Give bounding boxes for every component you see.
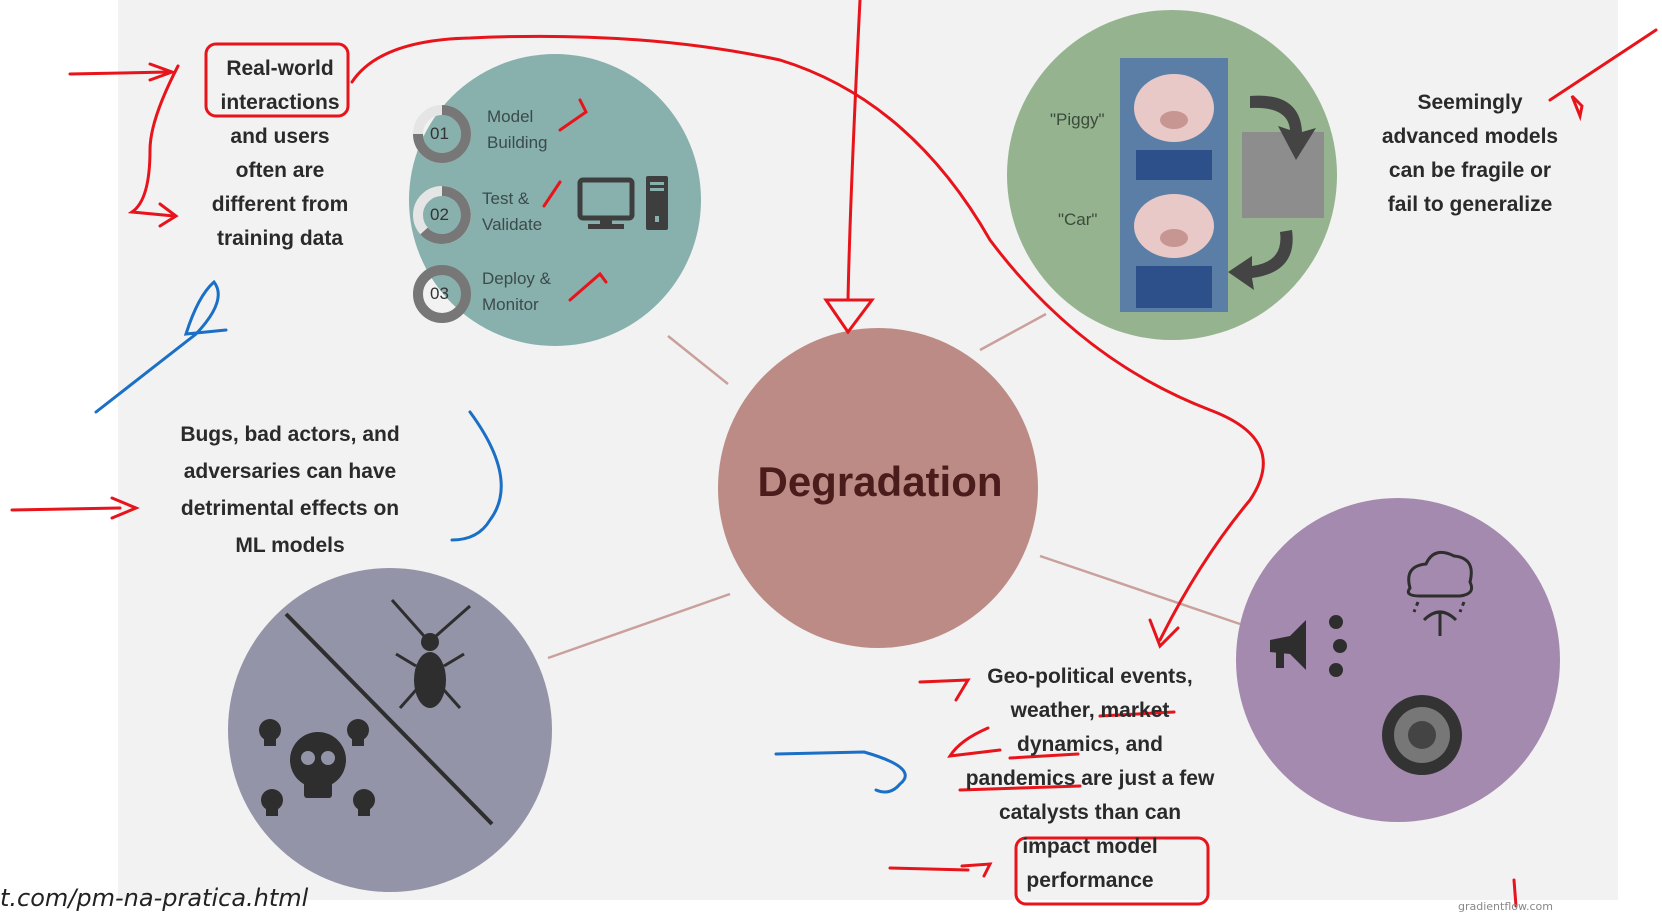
pig-image-bottom	[1120, 180, 1228, 312]
step-label-03: Deploy & Monitor	[482, 269, 551, 314]
step-number-01: 01	[430, 124, 449, 143]
bugs-circle	[228, 568, 552, 892]
url-fragment: t.com/pm-na-pratica.html	[0, 884, 309, 912]
bottom-right-text: Geo-political events, weather, market dy…	[965, 665, 1215, 892]
left-text: Bugs, bad actors, and adversaries can ha…	[180, 423, 400, 557]
center-title: Degradation	[757, 458, 1003, 505]
noise-image	[1242, 132, 1324, 218]
divider-slash	[284, 612, 494, 826]
blue-annotations	[94, 279, 907, 794]
step-number-02: 02	[430, 205, 449, 224]
connector-lines	[547, 312, 1241, 660]
beetle-icon	[390, 599, 471, 709]
monitor-icon	[577, 177, 635, 229]
rotate-arrow-icon	[1228, 95, 1316, 290]
pig-image-top	[1120, 58, 1228, 200]
top-left-text: Real-world interactions and users often …	[211, 57, 349, 250]
center-circle	[718, 328, 1038, 648]
tower-icon	[646, 176, 668, 230]
step-ring-01	[413, 105, 471, 163]
step-number-03: 03	[430, 284, 449, 303]
step-label-02: Test & Validate	[482, 189, 543, 234]
top-right-text: Seemingly advanced models can be fragile…	[1381, 91, 1559, 216]
step-ring-03	[413, 265, 471, 323]
logo-text: gradientflow.com	[1458, 900, 1553, 913]
piggy-label: "Piggy"	[1050, 110, 1105, 129]
step-ring-02	[413, 186, 471, 244]
step-label-01: Model Building	[487, 107, 548, 152]
pipeline-circle	[409, 54, 701, 346]
external-events-circle	[1236, 498, 1560, 822]
virus-icon	[1382, 695, 1462, 775]
cloud-rain-icon	[1406, 550, 1474, 636]
skull-icon	[259, 719, 375, 816]
red-annotations	[10, 0, 1658, 908]
megaphone-icon	[1270, 615, 1347, 677]
car-label: "Car"	[1058, 210, 1098, 229]
